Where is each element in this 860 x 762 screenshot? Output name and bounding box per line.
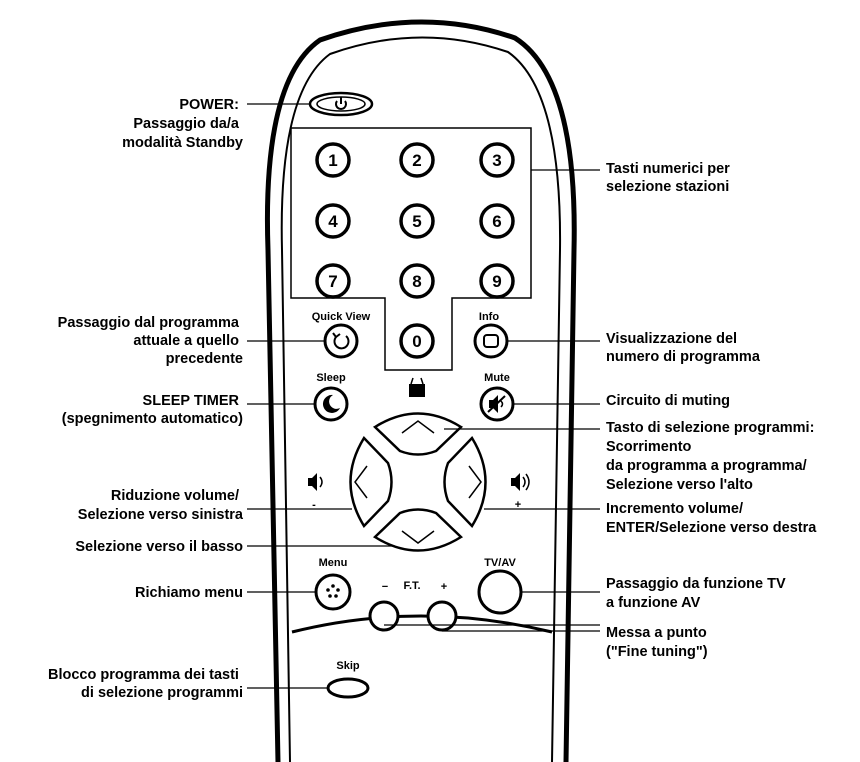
callout-channel-up: Tasto di selezione programmi: Scorriment… — [606, 420, 818, 493]
info-button[interactable] — [473, 323, 509, 359]
skip-button[interactable] — [326, 677, 370, 699]
fine-tuning-plus-button[interactable] — [426, 600, 458, 632]
volume-up-button[interactable] — [443, 435, 487, 529]
mute-label: Mute — [484, 372, 510, 384]
remote-outline-inner — [280, 36, 562, 762]
callout-channel-down: Selezione verso il basso — [75, 539, 243, 555]
menu-label: Menu — [319, 557, 348, 569]
callout-skip: Blocco programma dei tasti di selezione … — [48, 667, 243, 701]
callout-number-keys: Tasti numerici per selezione stazioni — [606, 161, 734, 195]
callout-volume-up: Incremento volume/ ENTER/Selezione verso… — [606, 501, 817, 536]
moon-icon — [322, 394, 340, 413]
digit-key-4[interactable]: 4 — [315, 203, 351, 239]
digit-key-6-label: 6 — [492, 212, 501, 231]
speaker-right-icon — [511, 473, 530, 491]
power-icon — [335, 97, 347, 110]
remote-outline-outer — [265, 19, 577, 762]
channel-down-button[interactable] — [372, 508, 464, 552]
callout-menu: Richiamo menu — [135, 585, 243, 601]
digit-key-7[interactable]: 7 — [315, 263, 351, 299]
fine-tuning-minus-label: − — [382, 581, 388, 593]
menu-icon — [326, 584, 340, 598]
mute-icon — [487, 395, 506, 413]
digit-key-7-label: 7 — [328, 272, 337, 291]
digit-key-1[interactable]: 1 — [315, 142, 351, 178]
menu-button[interactable] — [314, 573, 352, 611]
tv-icon — [409, 377, 425, 397]
speaker-left-icon — [308, 473, 323, 491]
digit-key-2-label: 2 — [412, 151, 421, 170]
callout-quick-view: Passaggio dal programma attuale a quello… — [58, 315, 243, 367]
callout-power: POWER: Passaggio da/a modalità Standby — [122, 97, 243, 151]
volume-plus-label: + — [515, 499, 521, 511]
digit-key-1-label: 1 — [328, 151, 337, 170]
channel-up-button[interactable] — [372, 412, 464, 456]
digit-key-2[interactable]: 2 — [399, 142, 435, 178]
sleep-button[interactable] — [313, 386, 349, 422]
digit-key-5-label: 5 — [412, 212, 421, 231]
tvav-button[interactable] — [477, 569, 523, 615]
info-label: Info — [479, 311, 499, 323]
callout-mute: Circuito di muting — [606, 393, 730, 409]
quick-view-button[interactable] — [323, 323, 359, 359]
remote-divider-curve — [291, 614, 553, 634]
fine-tuning-label: F.T. — [403, 580, 420, 592]
digit-key-8[interactable]: 8 — [399, 263, 435, 299]
quick-view-icon — [332, 332, 350, 350]
fine-tuning-plus-label: + — [441, 581, 447, 593]
keypad-frame — [290, 127, 532, 371]
callout-info: Visualizzazione del numero di programma — [606, 331, 761, 365]
sleep-label: Sleep — [316, 372, 346, 384]
volume-minus-label: - — [312, 499, 316, 511]
digit-key-9-label: 9 — [492, 272, 501, 291]
tvav-label: TV/AV — [484, 557, 516, 569]
digit-key-9[interactable]: 9 — [479, 263, 515, 299]
digit-key-0-label: 0 — [412, 332, 421, 351]
callout-volume-down: Riduzione volume/ Selezione verso sinist… — [78, 488, 244, 523]
callout-tvav: Passaggio da funzione TV a funzione AV — [606, 576, 790, 611]
digit-key-4-label: 4 — [328, 212, 338, 231]
digit-key-5[interactable]: 5 — [399, 203, 435, 239]
quick-view-label: Quick View — [312, 311, 371, 323]
digit-key-3-label: 3 — [492, 151, 501, 170]
callout-leader-lines — [247, 103, 600, 689]
callout-fine-tuning: Messa a punto ("Fine tuning") — [606, 625, 711, 660]
callout-sleep: SLEEP TIMER (spegnimento automatico) — [62, 393, 243, 427]
digit-key-3[interactable]: 3 — [479, 142, 515, 178]
skip-label: Skip — [336, 660, 360, 672]
fine-tuning-minus-button[interactable] — [368, 600, 400, 632]
digit-key-6[interactable]: 6 — [479, 203, 515, 239]
volume-down-button[interactable] — [349, 435, 393, 529]
info-icon — [483, 334, 499, 348]
digit-key-0[interactable]: 0 — [399, 323, 435, 359]
digit-key-8-label: 8 — [412, 272, 421, 291]
